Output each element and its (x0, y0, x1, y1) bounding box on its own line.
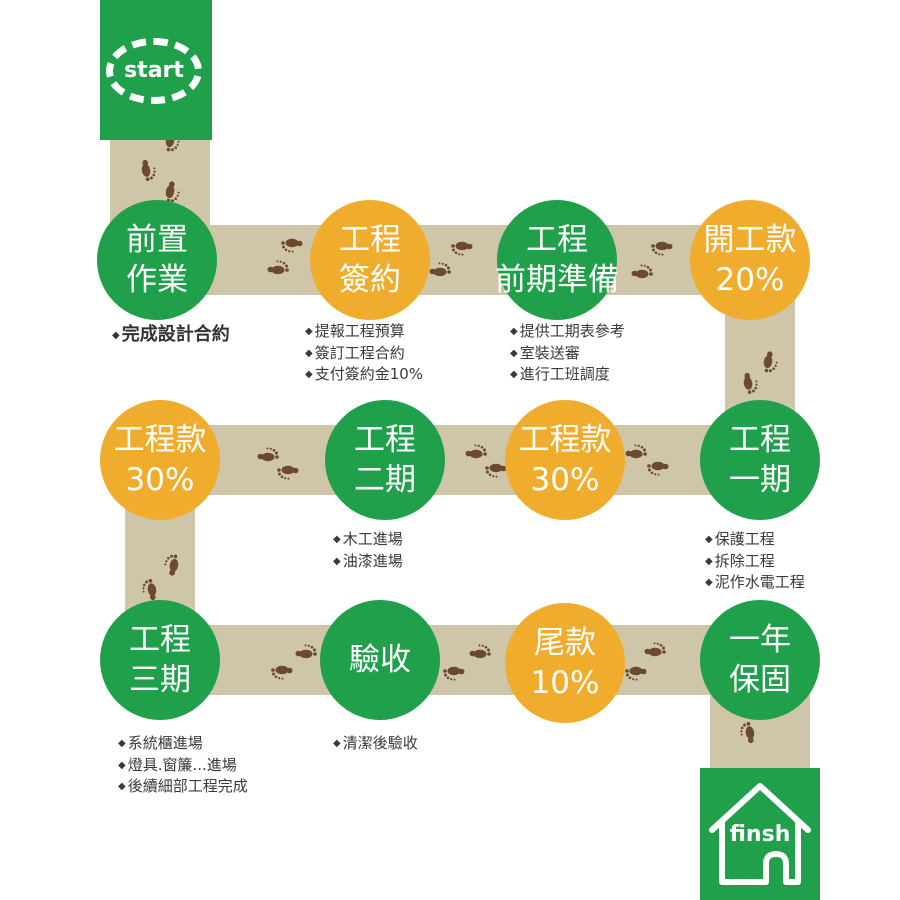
step-node-inspection: 驗收 (320, 600, 440, 720)
note-item: 室裝送審 (510, 343, 625, 365)
step-node-warranty: 一年 保固 (700, 600, 820, 720)
notes-phase-2: 木工進場 油漆進場 (333, 529, 403, 572)
notes-contract: 提報工程預算 簽訂工程合約 支付簽約金10% (305, 321, 423, 386)
note-item: 支付簽約金10% (305, 364, 423, 386)
node-subtitle: 保固 (729, 662, 791, 698)
house-icon (709, 783, 811, 885)
node-subtitle: 簽約 (339, 262, 401, 298)
note-item: 拆除工程 (705, 551, 805, 573)
path-row-1 (150, 225, 760, 295)
notes-preparation: 完成設計合約 (112, 324, 230, 347)
note-item: 保護工程 (705, 529, 805, 551)
node-title: 一年 (729, 622, 791, 658)
path-row-2 (150, 425, 760, 495)
note-item: 簽訂工程合約 (305, 343, 423, 365)
footprint-icon (443, 666, 465, 681)
node-subtitle: 30% (125, 462, 195, 498)
step-node-phase-3: 工程 三期 (100, 600, 220, 720)
node-subtitle: 作業 (126, 262, 188, 298)
footprint-icon (469, 644, 491, 659)
node-subtitle: 一期 (729, 462, 791, 498)
footprint-icon (742, 371, 760, 395)
dashed-oval-icon (106, 38, 202, 104)
step-node-final-payment: 尾款 10% (505, 603, 625, 723)
finish-label: finsh (729, 822, 791, 847)
note-item: 完成設計合約 (112, 324, 230, 347)
notes-inspection: 清潔後驗收 (333, 733, 418, 755)
footprint-icon (738, 721, 756, 745)
start-tile: start (100, 0, 212, 140)
notes-phase-1: 保護工程 拆除工程 泥作水電工程 (705, 529, 805, 594)
footprint-icon (647, 461, 669, 476)
node-title: 工程 (526, 222, 588, 258)
note-item: 提供工期表參考 (510, 321, 625, 343)
path-row-3 (150, 625, 760, 695)
node-title: 工程款 (113, 422, 207, 458)
footprint-icon (631, 264, 653, 279)
node-subtitle: 20% (715, 262, 785, 298)
step-node-progress-payment-2: 工程款 30% (100, 400, 220, 520)
footprint-icon (451, 241, 473, 256)
node-subtitle: 三期 (129, 662, 191, 698)
finish-tile: finsh (700, 768, 820, 900)
note-item: 木工進場 (333, 529, 403, 551)
note-item: 泥作水電工程 (705, 572, 805, 594)
note-item: 系統櫃進場 (118, 733, 248, 755)
node-title: 工程 (729, 422, 791, 458)
start-label: start (124, 58, 184, 83)
footprint-icon (257, 447, 279, 462)
note-item: 燈具.窗簾...進場 (118, 755, 248, 777)
step-node-preparation: 前置 作業 (97, 200, 217, 320)
node-title: 驗收 (349, 642, 411, 678)
footprint-icon (271, 665, 293, 680)
node-title: 工程 (354, 422, 416, 458)
footprint-icon (429, 262, 451, 277)
node-title: 尾款 (534, 625, 596, 661)
footprint-icon (465, 444, 487, 459)
note-item: 油漆進場 (333, 551, 403, 573)
footprint-icon (281, 238, 303, 253)
node-subtitle: 前期準備 (495, 262, 619, 298)
note-item: 後續細部工程完成 (118, 776, 248, 798)
node-subtitle: 10% (530, 665, 600, 701)
footprint-icon (485, 463, 507, 478)
footprint-icon (625, 444, 647, 459)
step-node-phase-1: 工程 一期 (700, 400, 820, 520)
notes-pre-construction: 提供工期表參考 室裝送審 進行工班調度 (510, 321, 625, 386)
notes-phase-3: 系統櫃進場 燈具.窗簾...進場 後續細部工程完成 (118, 733, 248, 798)
node-subtitle: 30% (530, 462, 600, 498)
node-title: 工程 (339, 222, 401, 258)
footprint-icon (762, 350, 780, 374)
footprint-icon (140, 578, 158, 602)
node-title: 工程 (129, 622, 191, 658)
node-title: 工程款 (518, 422, 612, 458)
footprint-icon (267, 260, 289, 275)
node-title: 前置 (126, 222, 188, 258)
footprint-icon (140, 158, 158, 182)
step-node-start-payment: 開工款 20% (690, 200, 810, 320)
step-node-contract: 工程 簽約 (310, 200, 430, 320)
footprint-icon (651, 241, 673, 256)
node-subtitle: 二期 (354, 462, 416, 498)
step-node-phase-2: 工程 二期 (325, 400, 445, 520)
footprint-icon (162, 553, 180, 577)
footprint-icon (295, 644, 317, 659)
note-item: 清潔後驗收 (333, 733, 418, 755)
footprint-icon (625, 666, 647, 681)
node-title: 開工款 (703, 222, 797, 258)
step-node-progress-payment-1: 工程款 30% (505, 400, 625, 520)
step-node-pre-construction: 工程 前期準備 (495, 200, 619, 320)
footprint-icon (277, 465, 299, 480)
footprint-icon (644, 642, 666, 657)
note-item: 進行工班調度 (510, 364, 625, 386)
note-item: 提報工程預算 (305, 321, 423, 343)
